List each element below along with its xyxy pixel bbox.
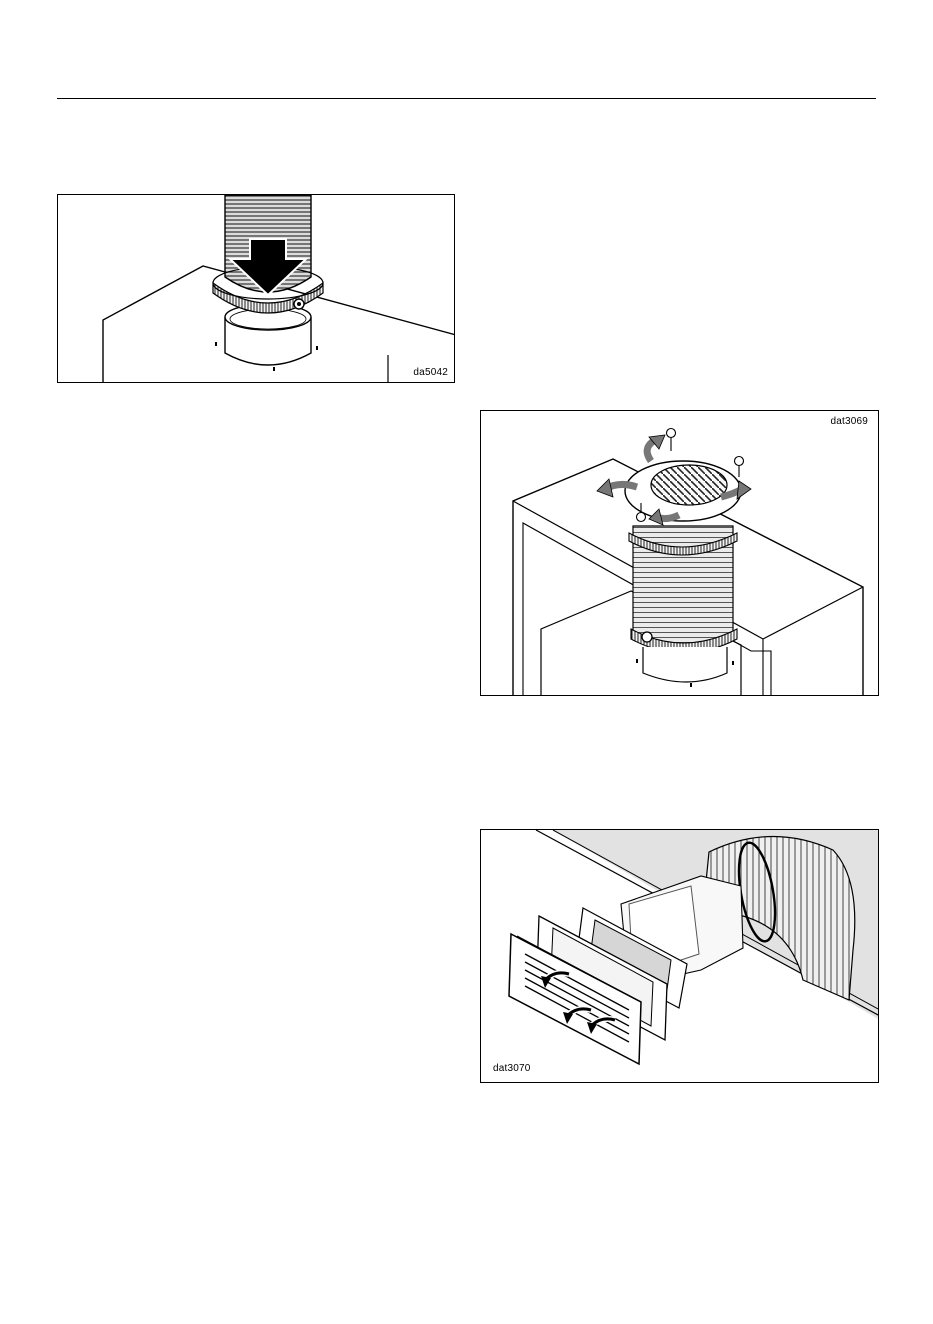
figure-code: dat3070 <box>493 1063 531 1074</box>
figure-wall-vent: dat3070 <box>480 829 879 1083</box>
ceiling-vent-illustration <box>481 411 879 696</box>
figure-ceiling-vent: dat3069 <box>480 410 879 696</box>
figure-code: da5042 <box>413 367 448 378</box>
figure-hose-attach: da5042 <box>57 194 455 383</box>
figure-code: dat3069 <box>830 416 868 427</box>
wall-vent-illustration <box>481 830 879 1083</box>
header-rule <box>57 98 876 99</box>
hose-attach-illustration <box>58 195 455 383</box>
